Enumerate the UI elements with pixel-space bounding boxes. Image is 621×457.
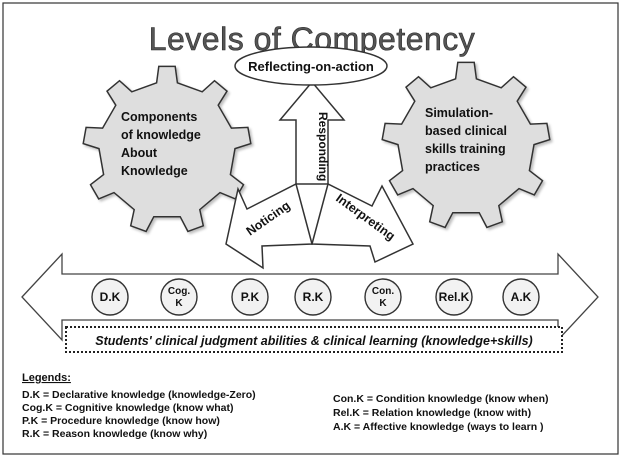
banner-text: Students' clinical judgment abilities & … — [95, 334, 532, 348]
knowledge-circles: D.K Cog.K P.K R.K Con.K Rel.K A.K — [91, 278, 540, 316]
left-gear — [82, 65, 252, 233]
circle-label: P.K — [241, 290, 260, 304]
right-gear-label: Simulation- based clinical skills traini… — [425, 106, 510, 174]
legend-title: Legends: — [22, 372, 71, 384]
legend-item: D.K = Declarative knowledge (knowledge-Z… — [22, 389, 256, 401]
left-gear-label: Components of knowledge About Knowledge — [121, 110, 204, 178]
responding-label: Responding — [316, 112, 330, 181]
reflecting-oval — [234, 46, 388, 86]
knowledge-circle: Con.K — [364, 278, 402, 316]
knowledge-circle: A.K — [502, 278, 540, 316]
gear-shape — [381, 61, 551, 229]
knowledge-circle: R.K — [294, 278, 332, 316]
circle-label: D.K — [100, 290, 121, 304]
knowledge-circle: D.K — [91, 278, 129, 316]
circle-label: Con.K — [372, 286, 394, 309]
circle-shape — [91, 278, 129, 316]
circle-label: Rel.K — [439, 290, 470, 304]
legend-item: Cog.K = Cognitive knowledge (know what) — [22, 402, 233, 414]
knowledge-circle: Rel.K — [435, 278, 473, 316]
circle-label: R.K — [303, 290, 324, 304]
circle-shape — [231, 278, 269, 316]
circle-label: Cog.K — [168, 286, 190, 309]
circle-shape — [160, 278, 198, 316]
reflecting-label: Reflecting-on-action — [248, 59, 374, 74]
gear-shape — [82, 65, 252, 233]
legend-item: A.K = Affective knowledge (ways to learn… — [333, 421, 544, 433]
circle-shape — [294, 278, 332, 316]
right-gear — [381, 61, 551, 229]
responding-arrow — [278, 80, 346, 185]
circle-shape — [502, 278, 540, 316]
noticing-arrow — [225, 182, 313, 270]
arrow-cluster — [225, 80, 415, 270]
knowledge-circle: P.K — [231, 278, 269, 316]
interpreting-arrow — [311, 182, 415, 264]
legend-left: D.K = Declarative knowledge (knowledge-Z… — [22, 389, 256, 440]
legend-item: Con.K = Condition knowledge (know when) — [333, 393, 549, 405]
banner-box — [65, 326, 563, 353]
legend-item: P.K = Procedure knowledge (know how) — [22, 415, 220, 427]
knowledge-circle: Cog.K — [160, 278, 198, 316]
circle-label: A.K — [511, 290, 532, 304]
legend-item: R.K = Reason knowledge (know why) — [22, 428, 207, 440]
legend-right: Con.K = Condition knowledge (know when) … — [333, 393, 549, 433]
circle-shape — [435, 278, 473, 316]
circle-shape — [364, 278, 402, 316]
legend-item: Rel.K = Relation knowledge (know with) — [333, 407, 531, 419]
